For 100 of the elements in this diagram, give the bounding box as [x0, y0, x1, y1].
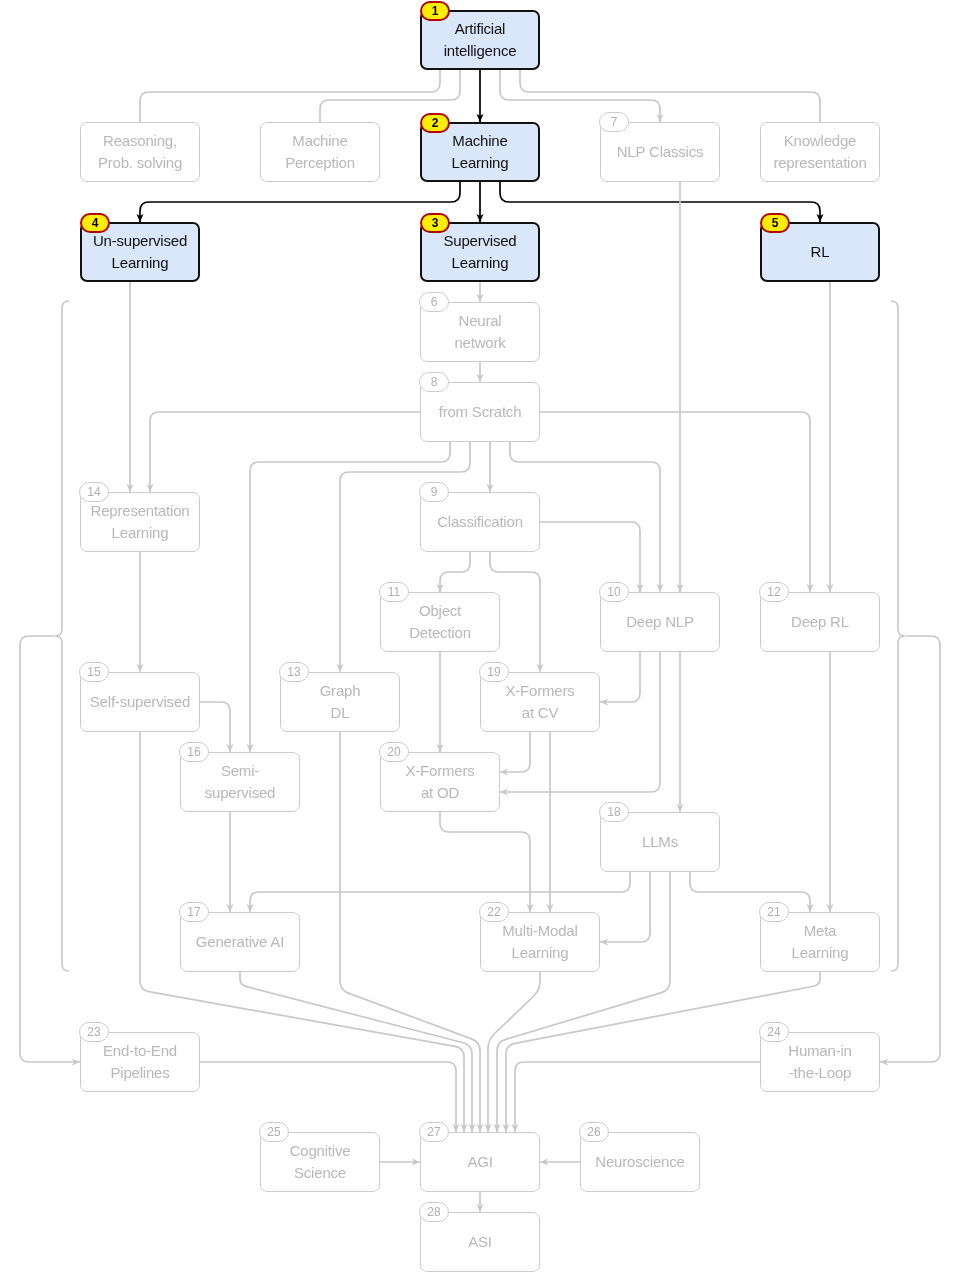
step-number: 7	[599, 112, 629, 132]
step-number: 11	[379, 582, 409, 602]
step-number: 26	[579, 1122, 609, 1142]
arrow	[826, 651, 834, 913]
arrow	[499, 181, 824, 223]
step-number: 14	[79, 482, 109, 502]
node-label: Self-supervised	[89, 692, 191, 712]
node-label: Classification	[437, 512, 523, 532]
node-label: Meta Learning	[790, 921, 850, 963]
step-number: 23	[79, 1022, 109, 1042]
arrow	[136, 551, 144, 673]
arrow	[199, 1061, 460, 1133]
node-label: X-Formers at CV	[504, 681, 576, 723]
arrow	[476, 1191, 484, 1213]
arrow	[546, 731, 554, 913]
node-label: Graph DL	[318, 681, 362, 723]
arrow	[539, 1158, 581, 1166]
arrow	[436, 651, 444, 753]
step-number: 27	[419, 1122, 449, 1142]
step-number: 12	[759, 582, 789, 602]
step-number: 10	[599, 582, 629, 602]
step-number: 5	[760, 213, 790, 233]
arrow	[499, 651, 661, 796]
node-label: Un-supervised Learning	[91, 231, 189, 273]
node-label: X-Formers at OD	[404, 761, 476, 803]
node-label: LLMs	[642, 832, 678, 852]
node-label: Representation Learning	[89, 501, 191, 543]
node-label: Semi- supervised	[203, 761, 277, 803]
node-label: ASI	[468, 1232, 492, 1252]
arrow	[136, 181, 461, 223]
step-number: 8	[419, 372, 449, 392]
node-label: Machine Perception	[284, 131, 356, 173]
arrow	[139, 731, 468, 1133]
node-label: Neuroscience	[595, 1152, 685, 1172]
topic-box	[760, 122, 880, 182]
step-number: 15	[79, 662, 109, 682]
step-number: 13	[279, 662, 309, 682]
topic-box	[260, 122, 380, 182]
arrow	[339, 731, 484, 1133]
connector-line	[139, 69, 441, 123]
arrow	[486, 441, 494, 493]
node-label: End-to-End Pipelines	[102, 1041, 178, 1083]
arrow	[826, 281, 834, 593]
arrow	[379, 1158, 421, 1166]
node-label: Multi-Modal Learning	[501, 921, 579, 963]
step-number: 9	[419, 482, 449, 502]
arrow	[676, 181, 684, 593]
arrow	[509, 441, 664, 593]
arrow	[476, 181, 484, 223]
arrow	[436, 551, 471, 593]
step-number: 17	[179, 902, 209, 922]
step-number: 2	[420, 113, 450, 133]
step-number: 3	[420, 213, 450, 233]
step-number: 28	[419, 1202, 449, 1222]
arrow	[239, 971, 476, 1133]
arrow	[499, 69, 664, 123]
step-number: 21	[759, 902, 789, 922]
arrow	[484, 971, 541, 1133]
node-label: NLP Classics	[616, 142, 704, 162]
node-label: Object Detection	[408, 601, 472, 643]
arrow	[476, 281, 484, 303]
arrow	[126, 281, 134, 493]
arrow	[226, 811, 234, 913]
node-label: from Scratch	[438, 402, 522, 422]
node-label: Cognitive Science	[288, 1141, 352, 1183]
node-label: Human-in -the-Loop	[787, 1041, 853, 1083]
connector-line	[319, 69, 461, 123]
node-label: Generative AI	[195, 932, 285, 952]
arrow	[493, 871, 671, 1133]
step-number: 20	[379, 742, 409, 762]
arrow	[599, 871, 651, 946]
arrow	[19, 635, 81, 1066]
arrow	[539, 411, 814, 593]
arrow	[879, 635, 941, 1066]
node-label: Supervised Learning	[442, 231, 518, 273]
node-label: Neural network	[453, 311, 507, 353]
arrow	[476, 69, 484, 123]
node-label: Deep NLP	[626, 612, 694, 632]
step-number: 25	[259, 1122, 289, 1142]
step-number: 24	[759, 1022, 789, 1042]
arrow	[246, 441, 451, 753]
arrow	[476, 361, 484, 383]
arrow	[489, 551, 544, 673]
curly-bracket	[54, 300, 70, 972]
arrow	[146, 411, 421, 493]
node-label: Knowledge representation	[772, 131, 868, 173]
arrow	[511, 1061, 761, 1133]
node-label: Machine Learning	[450, 131, 510, 173]
node-label: Deep RL	[791, 612, 849, 632]
arrow	[246, 871, 631, 913]
step-number: 1	[420, 1, 450, 21]
arrow	[439, 811, 534, 913]
arrow	[199, 701, 234, 753]
arrow	[499, 731, 531, 776]
connector-line	[519, 69, 821, 123]
step-number: 16	[179, 742, 209, 762]
arrow	[689, 871, 814, 913]
step-number: 18	[599, 802, 629, 822]
step-number: 22	[479, 902, 509, 922]
node-label: Artificial intelligence	[442, 19, 518, 61]
